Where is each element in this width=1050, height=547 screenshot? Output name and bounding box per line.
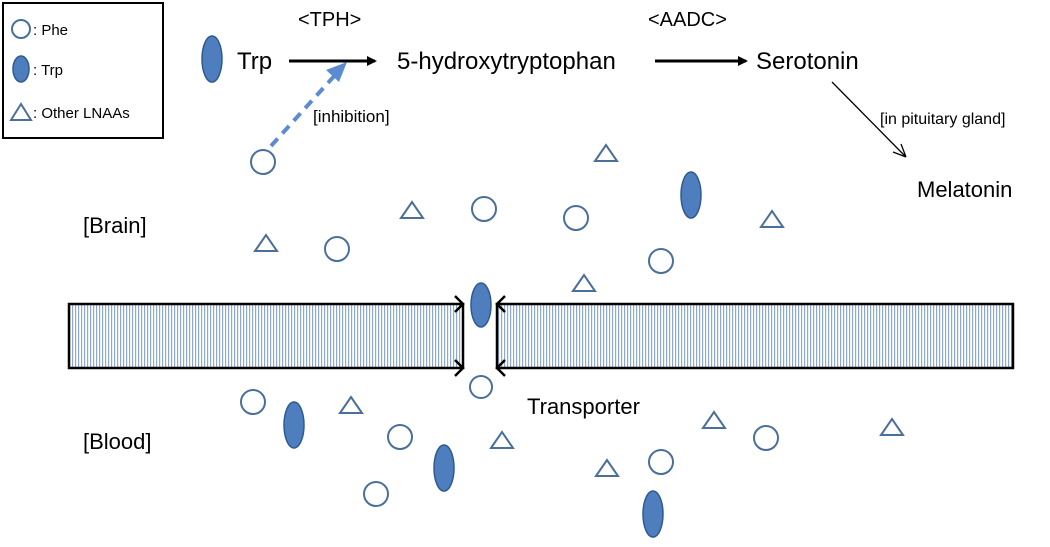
transporter-bracket-top-right	[495, 295, 506, 313]
transporter-bracket-top-left	[454, 295, 465, 313]
lnaa-icon	[759, 209, 785, 228]
membrane-left	[67, 302, 465, 370]
phe-icon	[240, 389, 266, 415]
legend: : Phe : Trp : Other LNAAs	[2, 2, 164, 139]
pathway-5htp: 5-hydroxytryptophan	[397, 48, 616, 75]
membrane-right	[495, 302, 1015, 370]
trp-pathway-icon	[201, 35, 223, 83]
lnaa-icon	[571, 273, 597, 292]
pathway-trp: Trp	[237, 48, 272, 75]
arrow-serotonin-to-melatonin	[831, 81, 906, 157]
lnaa-icon	[594, 458, 620, 477]
membrane: Transporter	[67, 282, 1015, 419]
phe-at-transporter	[469, 375, 493, 399]
lnaa-icon	[701, 410, 727, 429]
legend-label-phe: : Phe	[33, 22, 68, 39]
region-brain: [Brain]	[83, 213, 147, 238]
lnaa-icon	[253, 233, 279, 252]
pathway: Trp <TPH> 5-hydroxytryptophan <AADC> Ser…	[201, 9, 1012, 202]
lnaa-icon	[9, 102, 33, 121]
enzyme-tph: <TPH>	[298, 9, 361, 31]
arrow-melatonin-head	[892, 143, 907, 158]
trp-icon	[283, 401, 305, 449]
pathway-melatonin: Melatonin	[917, 177, 1012, 202]
phe-icon	[250, 149, 276, 175]
transporter-label: Transporter	[527, 394, 640, 419]
trp-icon	[680, 171, 702, 219]
lnaa-icon	[399, 200, 425, 219]
trp-in-transporter	[470, 282, 492, 328]
lnaa-icon	[489, 430, 515, 449]
trp-icon	[433, 444, 455, 492]
phe-icon	[387, 424, 413, 450]
inhibition-label: [inhibition]	[313, 107, 390, 126]
pituitary-label: [in pituitary gland]	[880, 111, 1005, 128]
transporter-bracket-bottom-right	[495, 359, 506, 377]
trp-icon	[642, 490, 664, 538]
inhibition-arrow-head	[326, 62, 347, 82]
trp-icon	[12, 55, 30, 83]
phe-icon	[11, 19, 31, 39]
phe-icon	[324, 236, 350, 262]
phe-icon	[563, 205, 589, 231]
blood-molecules	[240, 389, 905, 538]
lnaa-icon	[593, 143, 619, 162]
brain-molecules	[250, 143, 785, 292]
enzyme-aadc: <AADC>	[648, 9, 727, 31]
phe-icon	[363, 481, 389, 507]
phe-icon	[753, 425, 779, 451]
region-blood: [Blood]	[83, 429, 152, 454]
phe-icon	[471, 196, 497, 222]
phe-icon	[648, 248, 674, 274]
pathway-serotonin: Serotonin	[756, 48, 859, 75]
legend-label-trp: : Trp	[33, 62, 63, 79]
lnaa-icon	[879, 417, 905, 436]
lnaa-icon	[338, 395, 364, 414]
legend-label-lnaa: : Other LNAAs	[33, 105, 130, 122]
phe-icon	[648, 449, 674, 475]
transporter-bracket-bottom-left	[454, 359, 465, 377]
